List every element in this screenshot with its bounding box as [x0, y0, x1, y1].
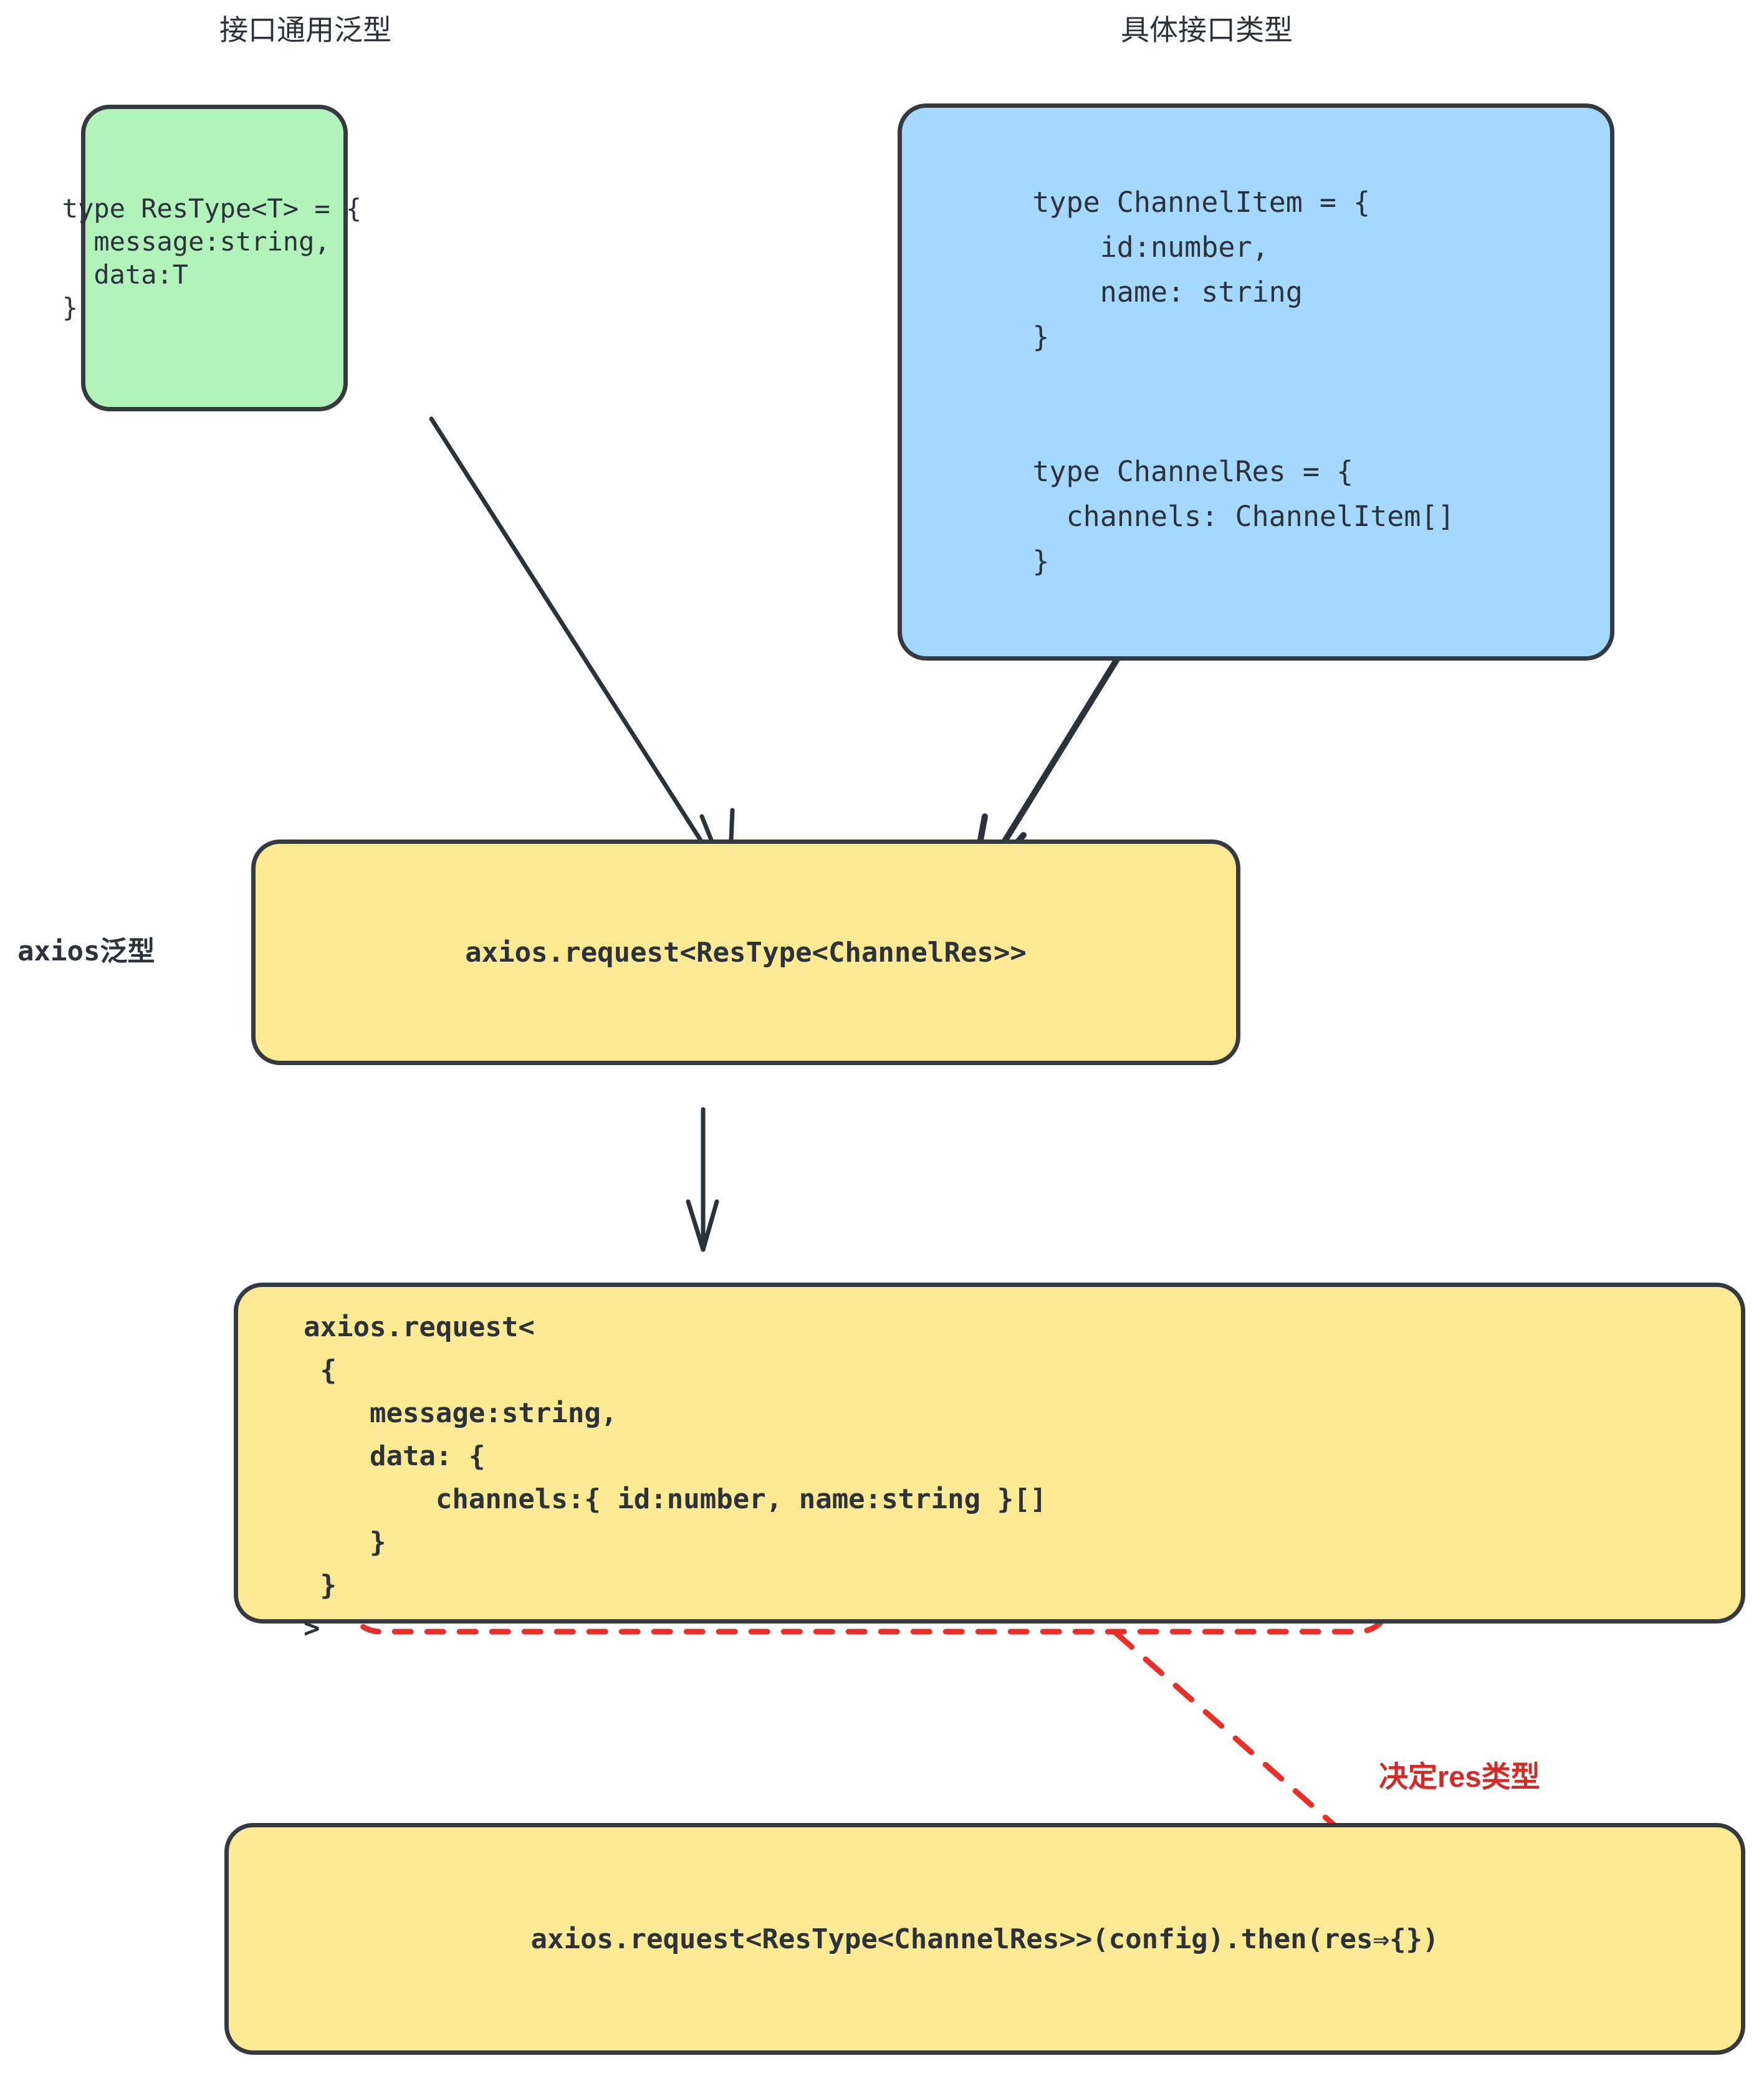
- label-axios-generic: axios泛型: [17, 935, 155, 967]
- node-channel-types[interactable]: type ChannelItem = { id:number, name: st…: [898, 103, 1614, 661]
- caption-concrete-interface-type: 具体接口类型: [1121, 14, 1293, 46]
- node-axios-request-generic[interactable]: axios.request<ResType<ChannelRes>>: [251, 839, 1240, 1065]
- caption-generic-interface-type: 接口通用泛型: [219, 14, 391, 46]
- code-channel-types: type ChannelItem = { id:number, name: st…: [1032, 186, 1455, 578]
- arrow-axios-to-expanded: [686, 1107, 719, 1252]
- arrow-restype-to-axios: [429, 416, 735, 887]
- code-res-type: type ResType<T> = { message:string, data…: [62, 193, 362, 323]
- node-res-type[interactable]: type ResType<T> = { message:string, data…: [62, 105, 362, 411]
- code-axios-request-expanded: axios.request< { message:string, data: {…: [304, 1311, 1047, 1644]
- code-axios-request-generic: axios.request<ResType<ChannelRes>>: [465, 936, 1027, 969]
- node-axios-request-call[interactable]: axios.request<ResType<ChannelRes>>(confi…: [224, 1823, 1745, 2055]
- node-axios-request-expanded[interactable]: axios.request< { message:string, data: {…: [234, 1283, 1745, 1644]
- label-decide-res-type: 决定res类型: [1379, 1760, 1540, 1793]
- code-axios-request-call: axios.request<ResType<ChannelRes>>(confi…: [530, 1923, 1439, 1955]
